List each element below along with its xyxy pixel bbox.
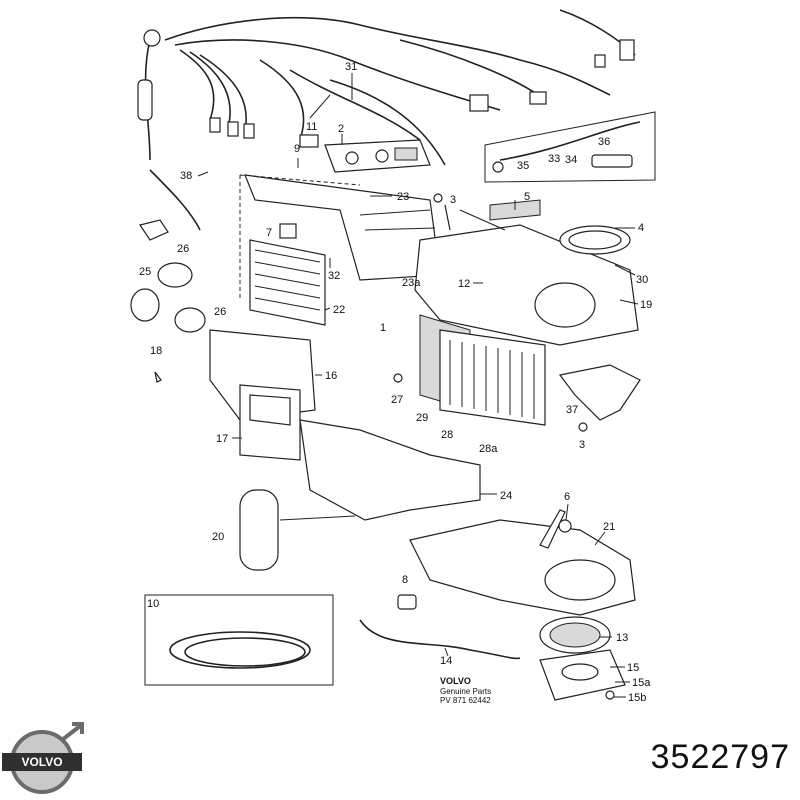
callout-31: 31	[345, 61, 357, 73]
callout-23a: 23a	[402, 277, 421, 289]
wiring-harness	[137, 9, 636, 241]
callout-22: 22	[333, 304, 345, 316]
callout-4: 4	[638, 222, 644, 234]
callout-11: 11	[306, 121, 317, 133]
harness-box	[144, 594, 334, 686]
callout-23: 23	[397, 191, 409, 203]
callout-28a: 28a	[479, 443, 498, 455]
callout-7: 7	[266, 227, 272, 239]
callout-8: 8	[402, 574, 408, 586]
callout-19: 19	[640, 299, 652, 311]
callout-5: 5	[524, 191, 530, 203]
callout-13: 13	[616, 632, 628, 644]
callout-28: 28	[441, 429, 453, 441]
part-number: 3522797	[650, 738, 790, 776]
callout-15b: 15b	[628, 692, 646, 704]
volvo-logo: VOLVO	[2, 722, 84, 794]
callout-18: 18	[150, 345, 162, 357]
stamp-line1: Genuine Parts	[440, 687, 491, 696]
callout-15: 15	[627, 662, 639, 674]
callout-27: 27	[391, 394, 403, 406]
callout-10: 10	[147, 598, 159, 610]
cabin-filter	[249, 223, 326, 326]
callout-25: 25	[139, 266, 151, 278]
callout-1: 1	[380, 322, 386, 334]
air-duct	[244, 174, 441, 281]
lower-housing	[409, 509, 636, 616]
callout-37: 37	[566, 404, 578, 416]
stamp-line2: PV 871 62442	[440, 696, 491, 705]
blower-motor	[539, 616, 626, 701]
logo-text: VOLVO	[21, 755, 62, 769]
bracket	[558, 364, 641, 421]
genuine-parts-stamp: VOLVO Genuine Parts PV 871 62442	[440, 676, 491, 705]
callout-17: 17	[216, 433, 228, 445]
heater-core	[419, 314, 546, 426]
callout-21: 21	[603, 521, 615, 533]
callout-29: 29	[416, 412, 428, 424]
callout-30: 30	[636, 274, 648, 286]
callout-24: 24	[500, 490, 512, 502]
flap-housing	[209, 329, 481, 521]
callout-34: 34	[565, 154, 577, 166]
callout-3-b: 3	[579, 439, 585, 451]
callout-32: 32	[328, 270, 340, 282]
callout-9: 9	[294, 143, 300, 155]
callout-20: 20	[212, 531, 224, 543]
callout-26-b: 26	[214, 306, 226, 318]
control-panel	[324, 139, 431, 173]
callout-36: 36	[598, 136, 610, 148]
small-parts	[130, 193, 615, 700]
callout-3: 3	[450, 194, 456, 206]
callout-12: 12	[458, 278, 470, 290]
callout-2: 2	[338, 123, 344, 135]
actuator	[239, 489, 356, 571]
callout-14: 14	[440, 655, 452, 667]
callout-6: 6	[564, 491, 570, 503]
callouts: 31 11 2 9 38 35 33 34 36 23 3 5 4 7 26 2…	[139, 61, 652, 704]
callout-26: 26	[177, 243, 189, 255]
switch-cable	[359, 594, 521, 660]
callout-35: 35	[517, 160, 529, 172]
callout-15a: 15a	[632, 677, 651, 689]
heater-housing	[414, 199, 639, 346]
stamp-brand: VOLVO	[440, 676, 471, 686]
callout-16: 16	[325, 370, 337, 382]
assembly-outline	[239, 174, 361, 300]
cable-detail-box	[484, 111, 656, 183]
callout-38: 38	[180, 170, 192, 182]
callout-33: 33	[548, 153, 560, 165]
